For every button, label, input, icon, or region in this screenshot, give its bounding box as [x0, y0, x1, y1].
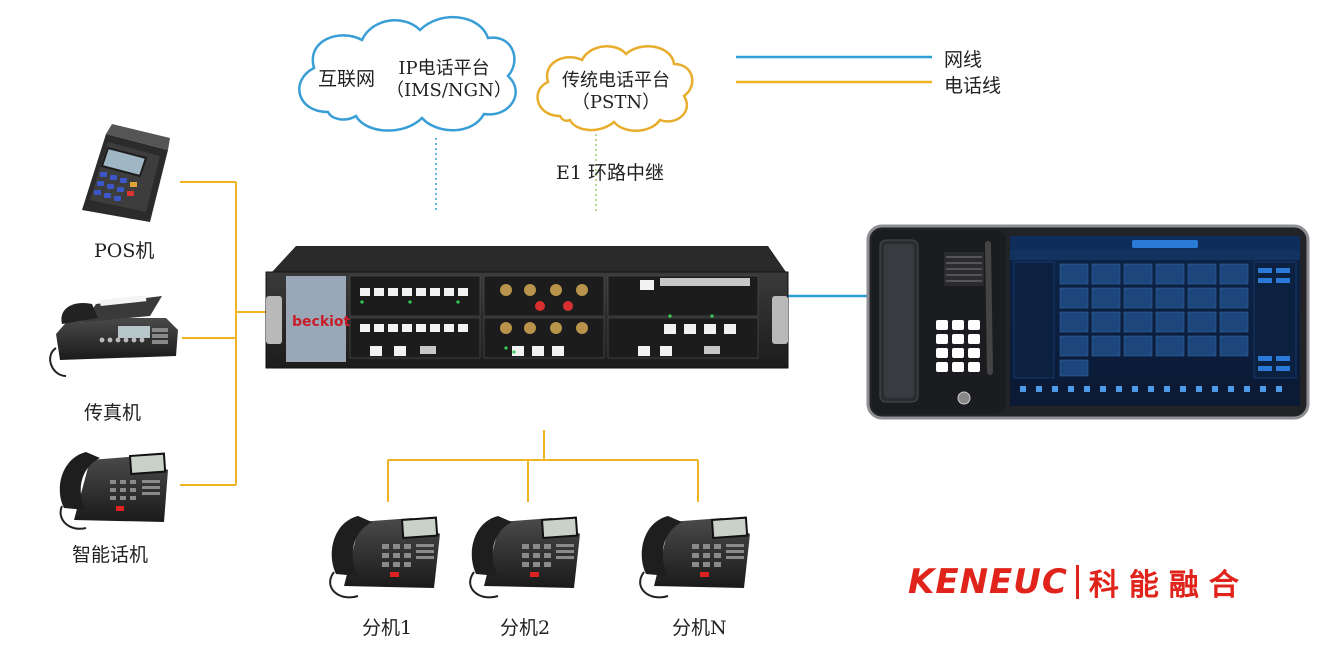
trunk-label: E1 环路中继 — [556, 162, 664, 184]
cloud-ip-title: IP电话平台 — [398, 58, 490, 79]
legend-network-label: 网线 — [944, 49, 983, 71]
brand-logo: KENEUC — [908, 562, 1068, 602]
extension-label: 分机1 — [362, 617, 413, 639]
cloud-ip-prefix: 互联网 — [318, 68, 376, 90]
dispatch-console — [866, 224, 1310, 420]
cloud-ip-subtitle: （IMS/NGN） — [386, 80, 512, 101]
cloud-pstn-label: 传统电话平台 （PSTN） — [546, 70, 686, 114]
brand-separator — [1075, 565, 1079, 599]
brand-chinese-name: 科能融合 — [1088, 568, 1249, 603]
brand-mark: KENEUC 科能融合 — [908, 560, 1249, 604]
gateway-device: beckiot — [265, 246, 789, 369]
extension-label: 分机2 — [500, 617, 551, 639]
ip-cloud — [298, 16, 517, 132]
fax-label: 传真机 — [84, 402, 142, 424]
pos-machine-icon — [82, 124, 170, 222]
fax-machine-icon — [49, 295, 178, 377]
extension-label: 分机N — [672, 617, 727, 639]
cloud-pstn-title: 传统电话平台 — [562, 70, 670, 91]
cloud-ip-label: IP电话平台 （IMS/NGN） — [386, 58, 512, 102]
gateway-logo: beckiot — [292, 314, 351, 330]
extension-phone-icon — [639, 516, 750, 599]
bottom-phone-lines — [387, 430, 699, 502]
cloud-pstn-subtitle: （PSTN） — [571, 92, 661, 113]
pstn-cloud — [536, 45, 694, 132]
extension-phone-icon — [329, 516, 440, 599]
left-phone-lines — [180, 181, 270, 486]
pos-label: POS机 — [94, 240, 155, 262]
legend-phone-label: 电话线 — [944, 75, 1002, 97]
extension-phone-icon — [469, 516, 580, 599]
smart-phone-label: 智能话机 — [72, 544, 149, 566]
smart-phone-icon — [59, 452, 168, 530]
